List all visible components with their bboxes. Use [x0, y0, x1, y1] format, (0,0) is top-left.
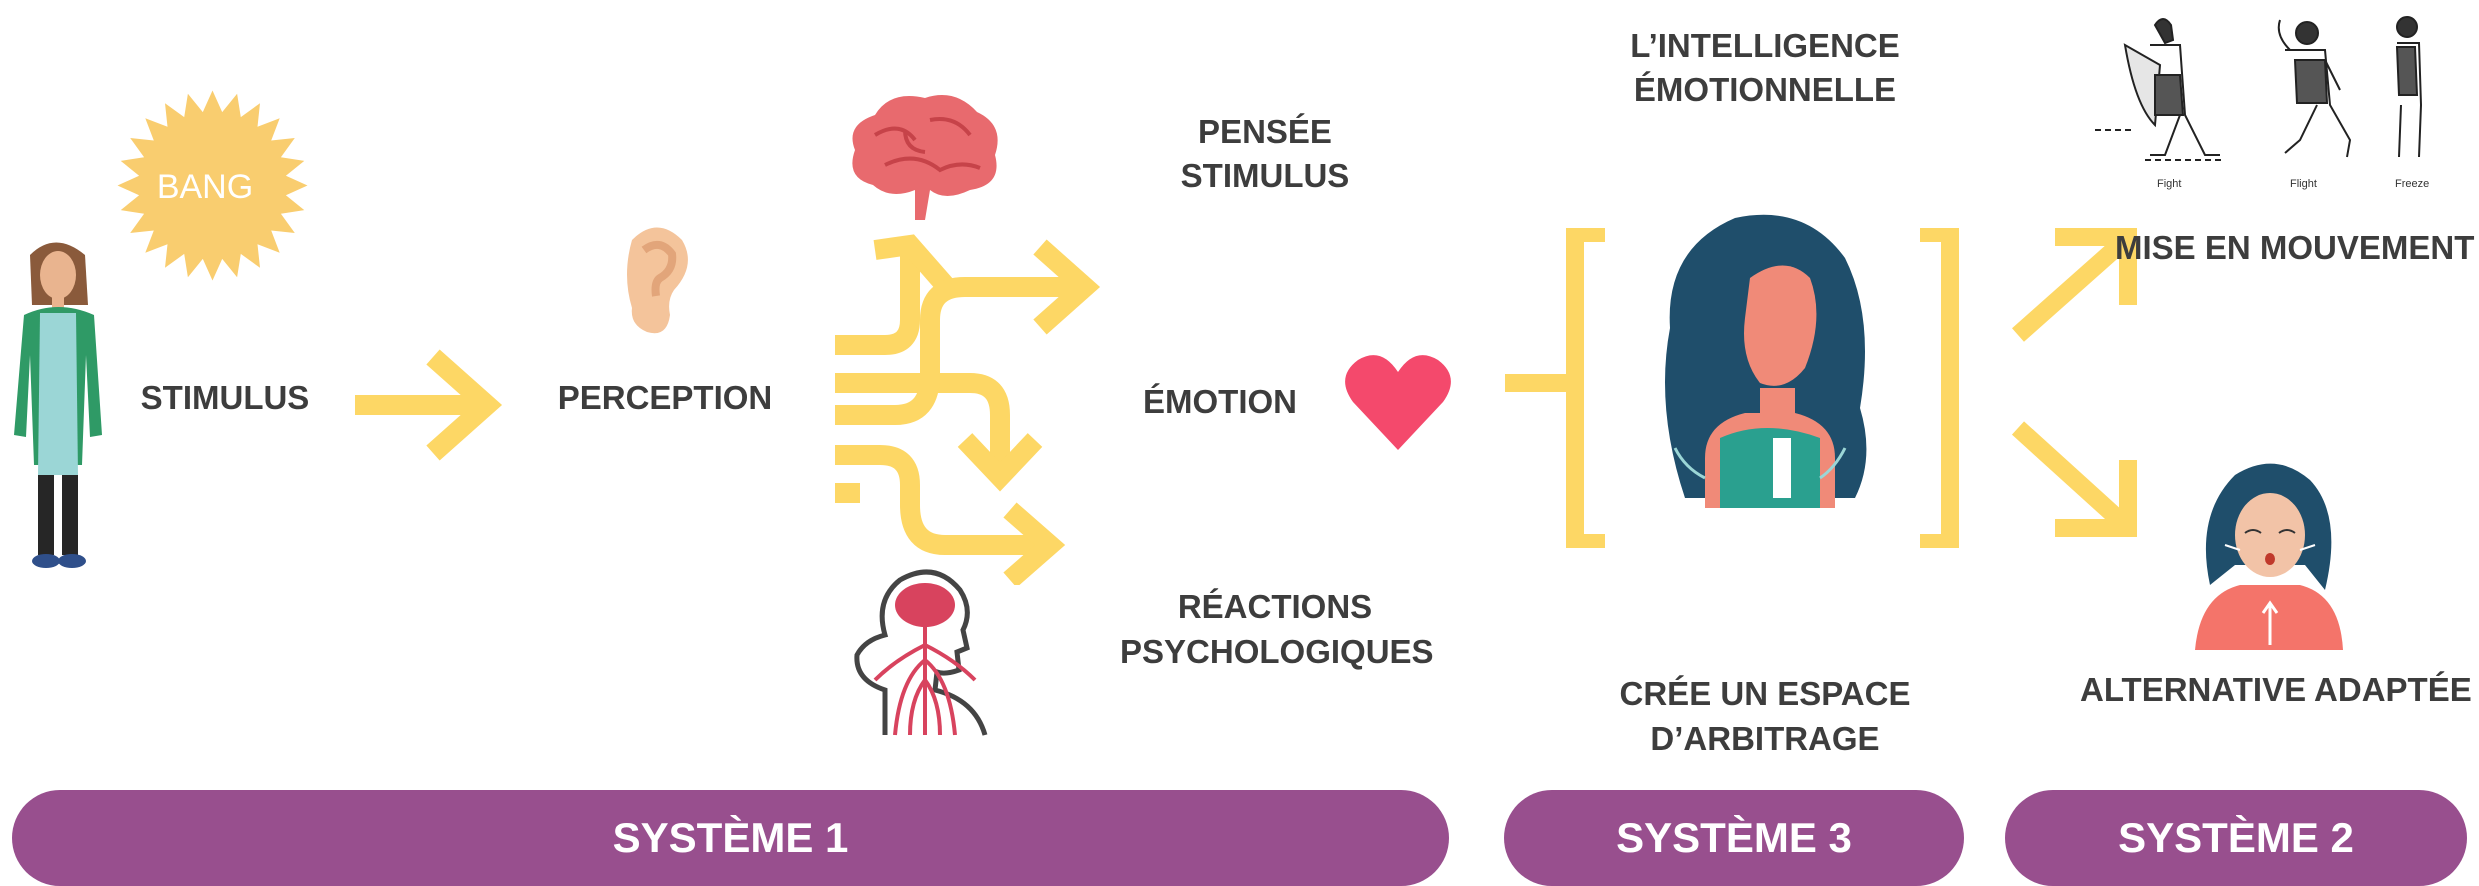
espace-line2: D’ARBITRAGE: [1650, 720, 1880, 757]
flight-label: Flight: [2290, 178, 2317, 190]
reactions-line2: PSYCHOLOGIQUES: [1120, 633, 1434, 670]
fight-label: Fight: [2157, 178, 2181, 190]
intelligence-line1: L’INTELLIGENCE: [1630, 27, 1900, 64]
arrow-right-icon: [355, 349, 503, 461]
bracket-left-icon: [1505, 228, 1605, 548]
stimulus-label: STIMULUS: [140, 379, 310, 416]
perception-label: PERCEPTION: [557, 379, 773, 416]
arrow-down-right-icon: [2011, 421, 2137, 537]
systeme-1-banner: SYSTÈME 1: [12, 790, 1449, 886]
freeze-label: Freeze: [2395, 178, 2429, 190]
woman-portrait-icon: [1665, 214, 1867, 508]
heart-icon: [1345, 355, 1451, 450]
espace-line1: CRÉE UN ESPACE: [1619, 675, 1911, 712]
nervous-system-icon: [854, 569, 988, 736]
ear-icon: [627, 227, 688, 334]
arrow-up-right-icon: [2012, 228, 2137, 342]
pensee-line1: PENSÉE: [1198, 113, 1332, 150]
systeme-3-banner: SYSTÈME 3: [1504, 790, 1964, 886]
emotion-label: ÉMOTION: [1143, 383, 1297, 420]
fight-flight-freeze-icon: Fight Flight Freeze: [2095, 16, 2429, 190]
mise-en-mouvement-label: MISE EN MOUVEMENT: [2115, 229, 2475, 266]
alternative-adaptee-label: ALTERNATIVE ADAPTÉE: [2080, 671, 2472, 708]
bang-burst-icon: [117, 90, 308, 281]
woman-figure-icon: [14, 242, 102, 568]
intelligence-line2: ÉMOTIONNELLE: [1633, 71, 1897, 108]
systeme-2-banner: SYSTÈME 2: [2005, 790, 2467, 886]
pensee-line2: STIMULUS: [1180, 157, 1350, 194]
branching-arrows-icon: [835, 234, 1101, 585]
brain-icon: [852, 95, 998, 220]
reactions-line1: RÉACTIONS: [1177, 588, 1373, 625]
bang-label: BANG: [156, 168, 254, 206]
breathing-woman-icon: [2195, 463, 2343, 650]
bracket-right-icon: [1920, 228, 1959, 548]
